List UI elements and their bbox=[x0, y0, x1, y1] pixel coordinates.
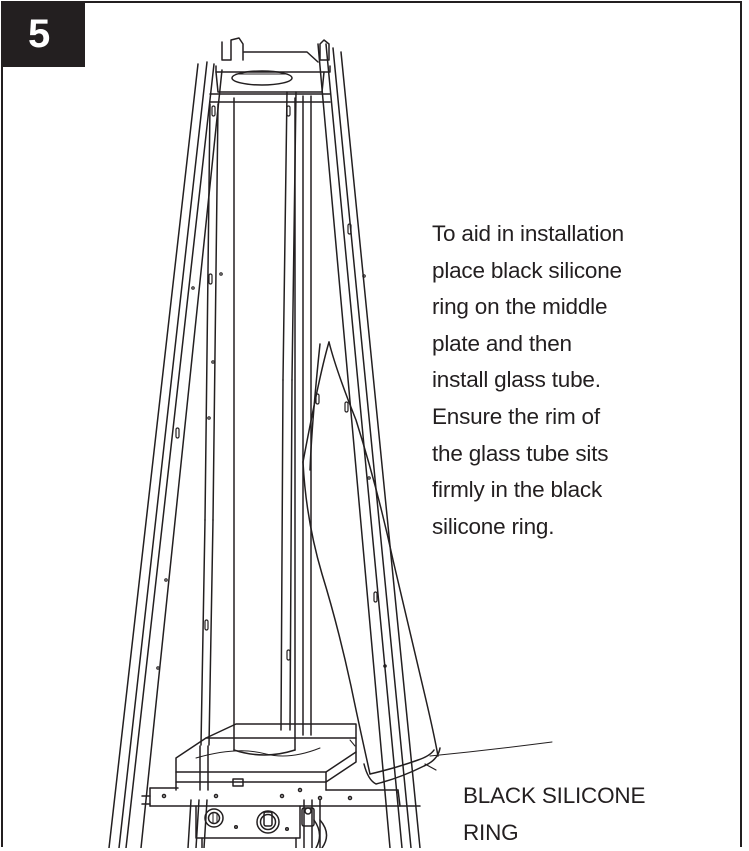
black-silicone-ring bbox=[302, 341, 441, 785]
step-number-badge: 5 bbox=[1, 1, 85, 67]
top-frame bbox=[209, 37, 331, 103]
black-silicone-ring-label: BLACK SILICONE RING bbox=[463, 783, 646, 845]
leg-slots bbox=[156, 105, 387, 670]
callout-leader bbox=[429, 741, 553, 757]
middle-plate bbox=[175, 723, 357, 791]
control-box bbox=[195, 805, 328, 848]
left-legs bbox=[108, 61, 223, 848]
right-legs bbox=[280, 43, 421, 848]
instruction-text: To aid in installation place black silic… bbox=[432, 221, 624, 539]
lower-band bbox=[141, 778, 421, 807]
